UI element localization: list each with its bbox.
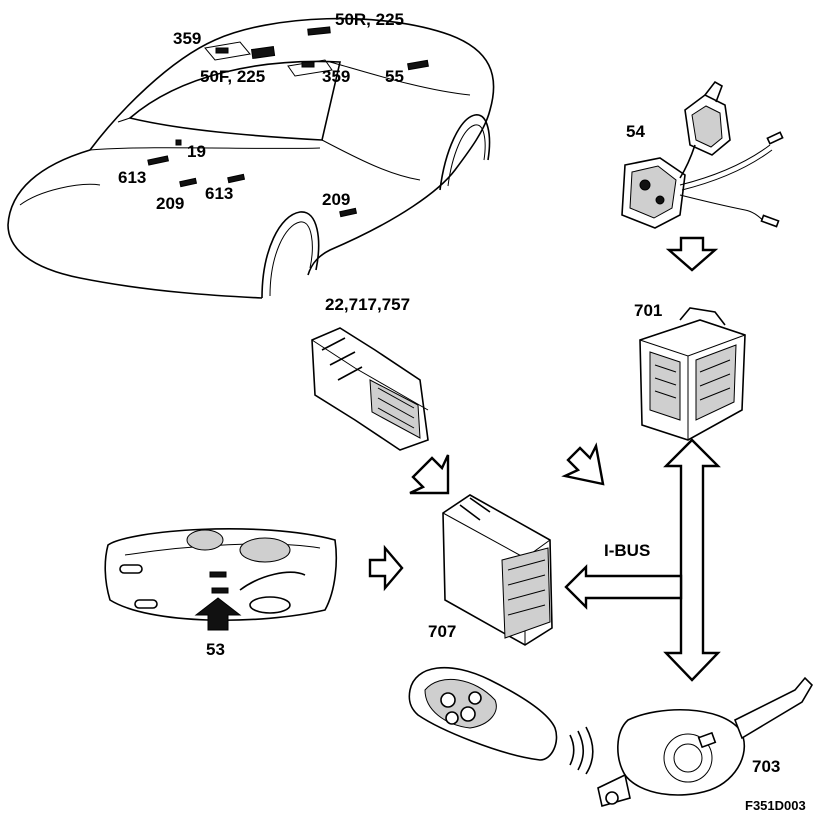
label-613-a: 613 xyxy=(118,168,146,187)
label-53: 53 xyxy=(206,640,225,659)
ignition-switch-component xyxy=(104,528,338,621)
arrow-connector-to-cm xyxy=(409,454,450,495)
label-613-b: 613 xyxy=(205,184,233,203)
arrow-ignition-to-cm xyxy=(368,544,404,592)
label-359-a: 359 xyxy=(173,29,201,48)
label-707: 707 xyxy=(428,622,456,641)
door-lock-component xyxy=(621,80,784,229)
figure-code: F351D003 xyxy=(745,798,806,813)
label-54: 54 xyxy=(626,122,645,141)
label-50r-225: 50R, 225 xyxy=(335,10,404,29)
label-701: 701 xyxy=(634,301,662,320)
label-19: 19 xyxy=(187,142,206,161)
label-209-b: 209 xyxy=(322,190,350,209)
arrow-fusebox-to-cm xyxy=(561,442,605,486)
arrow-lock-to-fusebox xyxy=(665,236,719,272)
label-ibus: I-BUS xyxy=(604,541,650,560)
label-209-a: 209 xyxy=(156,194,184,213)
label-55: 55 xyxy=(385,67,404,86)
label-50f-225: 50F, 225 xyxy=(200,67,265,86)
label-703: 703 xyxy=(752,757,780,776)
label-22-717-757: 22,717,757 xyxy=(325,295,410,314)
connector-module-component xyxy=(311,327,429,451)
steering-column-module-component xyxy=(597,676,814,808)
control-module-component xyxy=(442,494,553,646)
car-outline xyxy=(7,17,495,299)
ibus-arrows xyxy=(564,438,721,682)
remote-key-fob-component xyxy=(408,666,594,775)
fuse-relay-box-component xyxy=(639,307,746,441)
arrow-ignition-pointer xyxy=(194,597,242,631)
label-359-b: 359 xyxy=(322,67,350,86)
